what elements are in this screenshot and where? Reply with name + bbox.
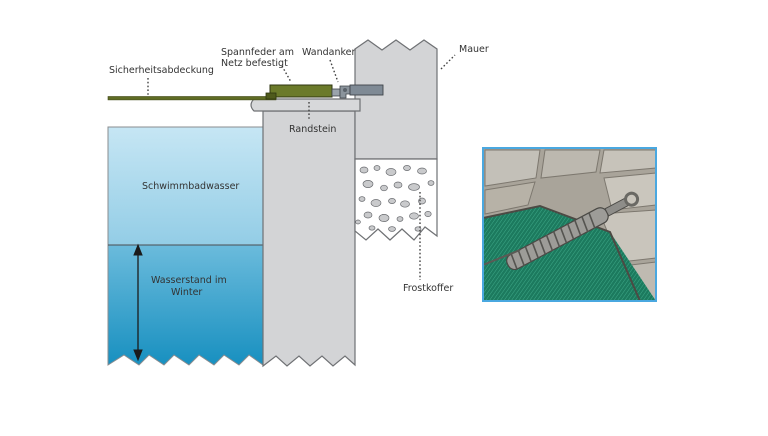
frost-layer: [354, 158, 438, 241]
coping-stone: [250, 98, 361, 112]
winter-level-arrow: [133, 243, 143, 362]
label-frost: Frostkoffer: [403, 283, 453, 294]
label-winter-line1: Wasserstand im: [151, 275, 227, 286]
safety-cover: [107, 96, 277, 101]
label-curb: Randstein: [289, 124, 336, 135]
tension-spring: [265, 84, 333, 100]
label-wall: Mauer: [459, 44, 489, 55]
label-cover: Sicherheitsabdeckung: [109, 65, 214, 76]
leader-wall: [440, 54, 456, 70]
pool-water: [107, 126, 264, 366]
label-spring-line2: Netz befestigt: [221, 58, 288, 69]
photo-spring-anchor-closeup-icon: [482, 147, 657, 302]
label-anchor: Wandanker: [302, 47, 356, 58]
outer-wall: [354, 39, 438, 160]
label-spring-line1: Spannfeder am: [221, 47, 294, 58]
wall-anchor: [331, 84, 384, 99]
pool-wall: [262, 110, 356, 368]
leader-anchor: [329, 59, 339, 83]
leader-spring: [281, 65, 292, 83]
label-winter-line2: Winter: [171, 287, 202, 298]
label-pool-water: Schwimmbadwasser: [142, 181, 239, 192]
